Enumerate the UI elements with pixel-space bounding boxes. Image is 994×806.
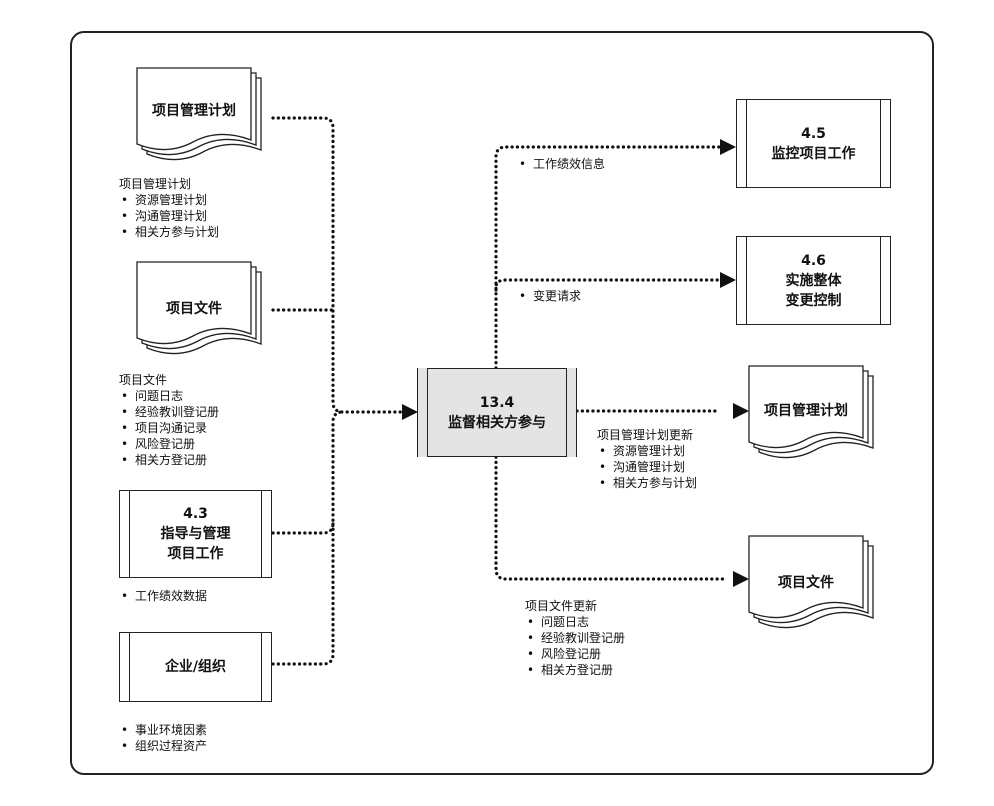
- doc-title: 项目管理计划: [764, 403, 848, 419]
- input-direct-work-note: 工作绩效数据: [119, 588, 207, 604]
- list-item: 风险登记册: [119, 436, 219, 452]
- list-item: 相关方参与计划: [119, 224, 219, 240]
- process-number: 4.6: [801, 252, 826, 269]
- list-item: 组织过程资产: [119, 738, 207, 754]
- connector-process-to-document-updates: [494, 455, 726, 581]
- list-item: 资源管理计划: [597, 443, 697, 459]
- doc-title: 项目文件: [166, 301, 222, 317]
- note-heading: 项目管理计划更新: [597, 428, 694, 442]
- list-item: 沟通管理计划: [597, 459, 697, 475]
- diagram-frame: [70, 31, 934, 775]
- input-enterprise-note: 事业环境因素 组织过程资产: [119, 722, 207, 754]
- output-pm-plan-doc: 项目管理计划: [748, 365, 874, 462]
- list-item: 变更请求: [517, 288, 581, 304]
- input-documents-note: 项目文件 问题日志 经验教训登记册 项目沟通记录 风险登记册 相关方登记册: [119, 372, 219, 468]
- arrowhead-pm-plan-updates: [733, 403, 749, 419]
- list-item: 经验教训登记册: [525, 630, 625, 646]
- connector-process-to-monitor-work: [494, 145, 724, 370]
- process-title-line2: 变更控制: [785, 292, 842, 309]
- process-title: 监督相关方参与: [448, 414, 546, 431]
- list-item: 工作绩效数据: [119, 588, 207, 604]
- process-monitor-stakeholder-engagement: 13.4 监督相关方参与: [417, 368, 577, 457]
- output-work-info-note: 工作绩效信息: [517, 156, 605, 172]
- note-heading: 项目管理计划: [119, 177, 192, 191]
- process-title-line1: 实施整体: [785, 272, 842, 289]
- input-pm-plan-note: 项目管理计划 资源管理计划 沟通管理计划 相关方参与计划: [119, 176, 219, 240]
- output-documents-note: 项目文件更新 问题日志 经验教训登记册 风险登记册 相关方登记册: [525, 598, 625, 678]
- input-project-documents-doc: 项目文件: [136, 261, 262, 358]
- process-title: 监控项目工作: [771, 145, 856, 162]
- document-stack-icon: [136, 261, 262, 355]
- list-item: 经验教训登记册: [119, 404, 219, 420]
- list-item: 工作绩效信息: [517, 156, 605, 172]
- document-stack-icon: [136, 67, 262, 161]
- output-change-request-note: 变更请求: [517, 288, 581, 304]
- arrowhead-change-control: [720, 272, 736, 288]
- process-number: 4.3: [183, 506, 208, 522]
- connector-direct-work-to-process: [271, 410, 345, 535]
- list-item: 相关方参与计划: [597, 475, 697, 491]
- output-pm-plan-note: 项目管理计划更新 资源管理计划 沟通管理计划 相关方参与计划: [597, 427, 697, 491]
- arrowhead-document-updates: [733, 571, 749, 587]
- list-item: 事业环境因素: [119, 722, 207, 738]
- doc-title: 项目文件: [778, 575, 834, 591]
- note-heading: 项目文件: [119, 373, 168, 387]
- connector-enterprise-to-process: [271, 521, 335, 666]
- output-monitor-control-work-box: 4.5 监控项目工作: [736, 99, 891, 188]
- doc-title: 项目管理计划: [152, 103, 236, 119]
- input-project-management-plan-doc: 项目管理计划: [136, 67, 262, 164]
- process-number: 4.5: [801, 125, 826, 142]
- list-item: 相关方登记册: [525, 662, 625, 678]
- list-item: 相关方登记册: [119, 452, 219, 468]
- note-heading: 项目文件更新: [525, 599, 598, 613]
- list-item: 沟通管理计划: [119, 208, 219, 224]
- arrowhead-monitor-work: [720, 139, 736, 155]
- output-documents-doc: 项目文件: [748, 535, 874, 632]
- input-direct-manage-work-box: 4.3 指导与管理 项目工作: [119, 490, 272, 578]
- document-stack-icon: [748, 535, 874, 629]
- list-item: 问题日志: [119, 388, 219, 404]
- document-stack-icon: [748, 365, 874, 459]
- process-title-line2: 项目工作: [167, 546, 224, 562]
- input-enterprise-box: 企业/组织: [119, 632, 272, 702]
- connector-process-to-change-control: [494, 278, 724, 292]
- list-item: 风险登记册: [525, 646, 625, 662]
- process-number: 13.4: [479, 394, 515, 411]
- output-change-control-box: 4.6 实施整体 变更控制: [736, 236, 891, 325]
- arrowhead-process-input: [402, 404, 418, 420]
- list-item: 资源管理计划: [119, 192, 219, 208]
- process-title-line1: 指导与管理: [160, 526, 231, 542]
- list-item: 项目沟通记录: [119, 420, 219, 436]
- connector-pm-plan-to-process: [271, 116, 407, 414]
- enterprise-title: 企业/组织: [164, 659, 227, 675]
- list-item: 问题日志: [525, 614, 625, 630]
